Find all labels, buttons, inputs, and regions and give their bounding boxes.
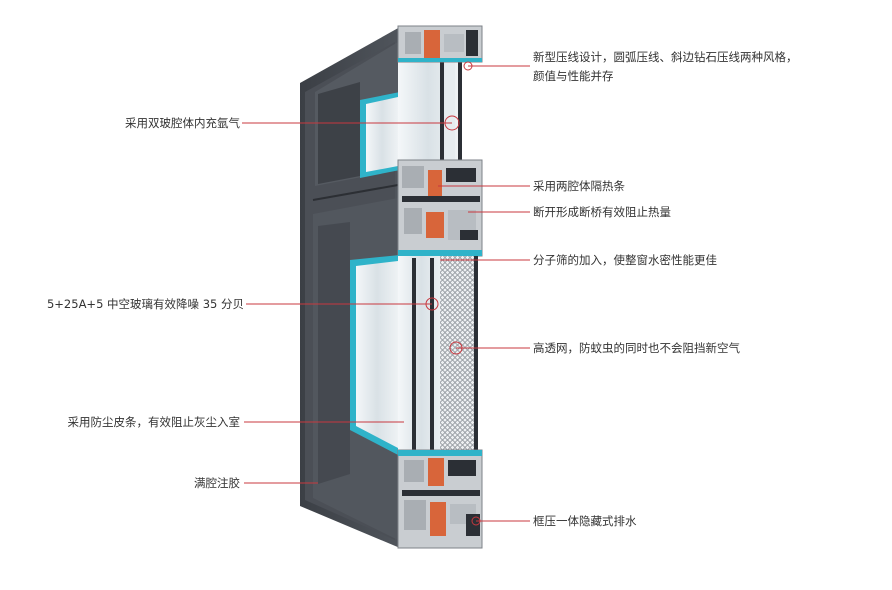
label-pressure-line-2: 颜值与性能并存: [533, 69, 614, 83]
label-hidden-drain-text: 框压一体隐藏式排水: [533, 514, 637, 528]
label-pressure-line-1: 新型压线设计，圆弧压线、斜边钻石压线两种风格，: [533, 50, 798, 64]
right-leader-lines: [438, 61, 530, 526]
lower-glass-unit: [350, 255, 478, 456]
label-pressure-line: 新型压线设计，圆弧压线、斜边钻石压线两种风格， 颜值与性能并存: [533, 48, 798, 86]
top-profile: [397, 25, 483, 63]
label-gas-fill: 采用双玻腔体内充氩气: [125, 116, 240, 130]
label-molecular-sieve-text: 分子筛的加入，使整窗水密性能更佳: [533, 253, 717, 267]
label-molecular-sieve: 分子筛的加入，使整窗水密性能更佳: [533, 251, 717, 270]
label-full-glue: 满腔注胶: [194, 476, 240, 490]
middle-transom-profile: [397, 159, 483, 257]
label-noise-reduction: 5+25A+5 中空玻璃有效降噪 35 分贝: [46, 297, 244, 311]
bottom-profile: [397, 449, 483, 549]
label-hidden-drain: 框压一体隐藏式排水: [533, 512, 637, 531]
label-heat-strip-text: 采用两腔体隔热条: [533, 179, 625, 193]
label-thermal-break: 断开形成断桥有效阻止热量: [533, 203, 671, 222]
label-screen-mesh: 高透网，防蚊虫的同时也不会阻挡新空气: [533, 339, 740, 358]
label-screen-mesh-text: 高透网，防蚊虫的同时也不会阻挡新空气: [533, 341, 740, 355]
label-thermal-break-text: 断开形成断桥有效阻止热量: [533, 205, 671, 219]
left-leader-lines: [242, 115, 460, 484]
label-heat-strip: 采用两腔体隔热条: [533, 177, 625, 196]
label-dust-strip: 采用防尘皮条，有效阻止灰尘入室: [67, 415, 241, 429]
top-glass-unit: [360, 60, 462, 178]
